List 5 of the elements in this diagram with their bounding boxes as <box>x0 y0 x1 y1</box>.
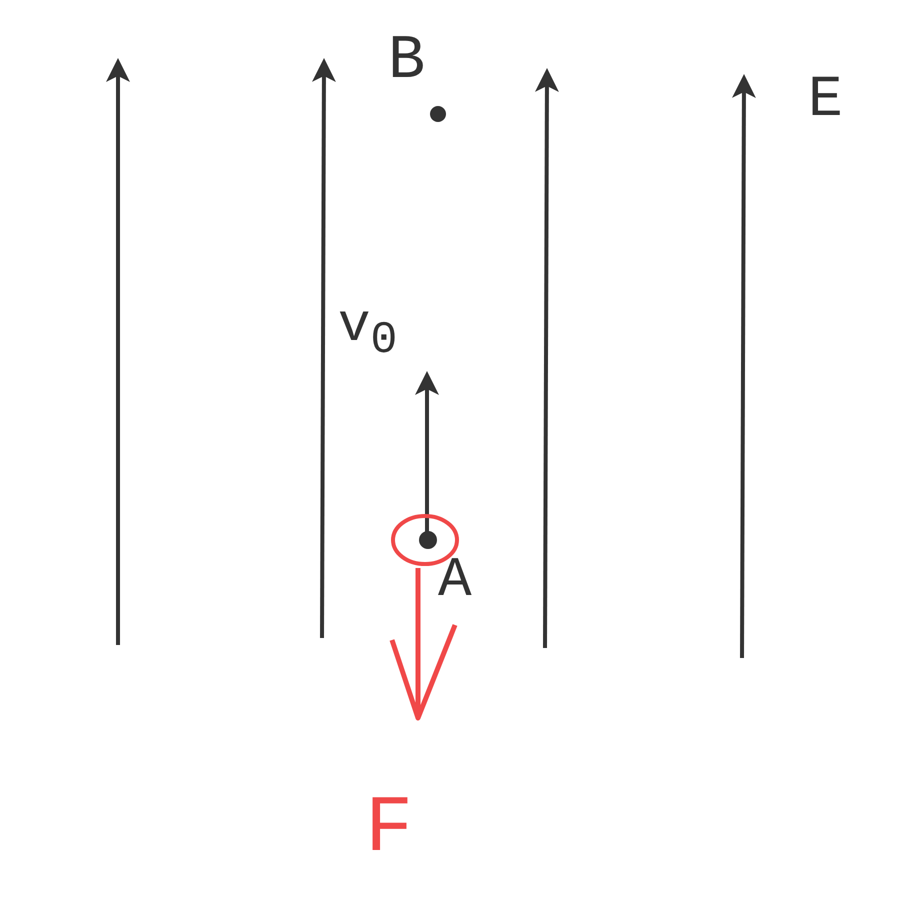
point-label: B <box>388 30 426 92</box>
velocity-label: v$_{0}$ <box>338 300 398 363</box>
force-label: F <box>365 790 414 870</box>
field-label: E <box>808 72 843 130</box>
point-label: A <box>438 552 472 608</box>
